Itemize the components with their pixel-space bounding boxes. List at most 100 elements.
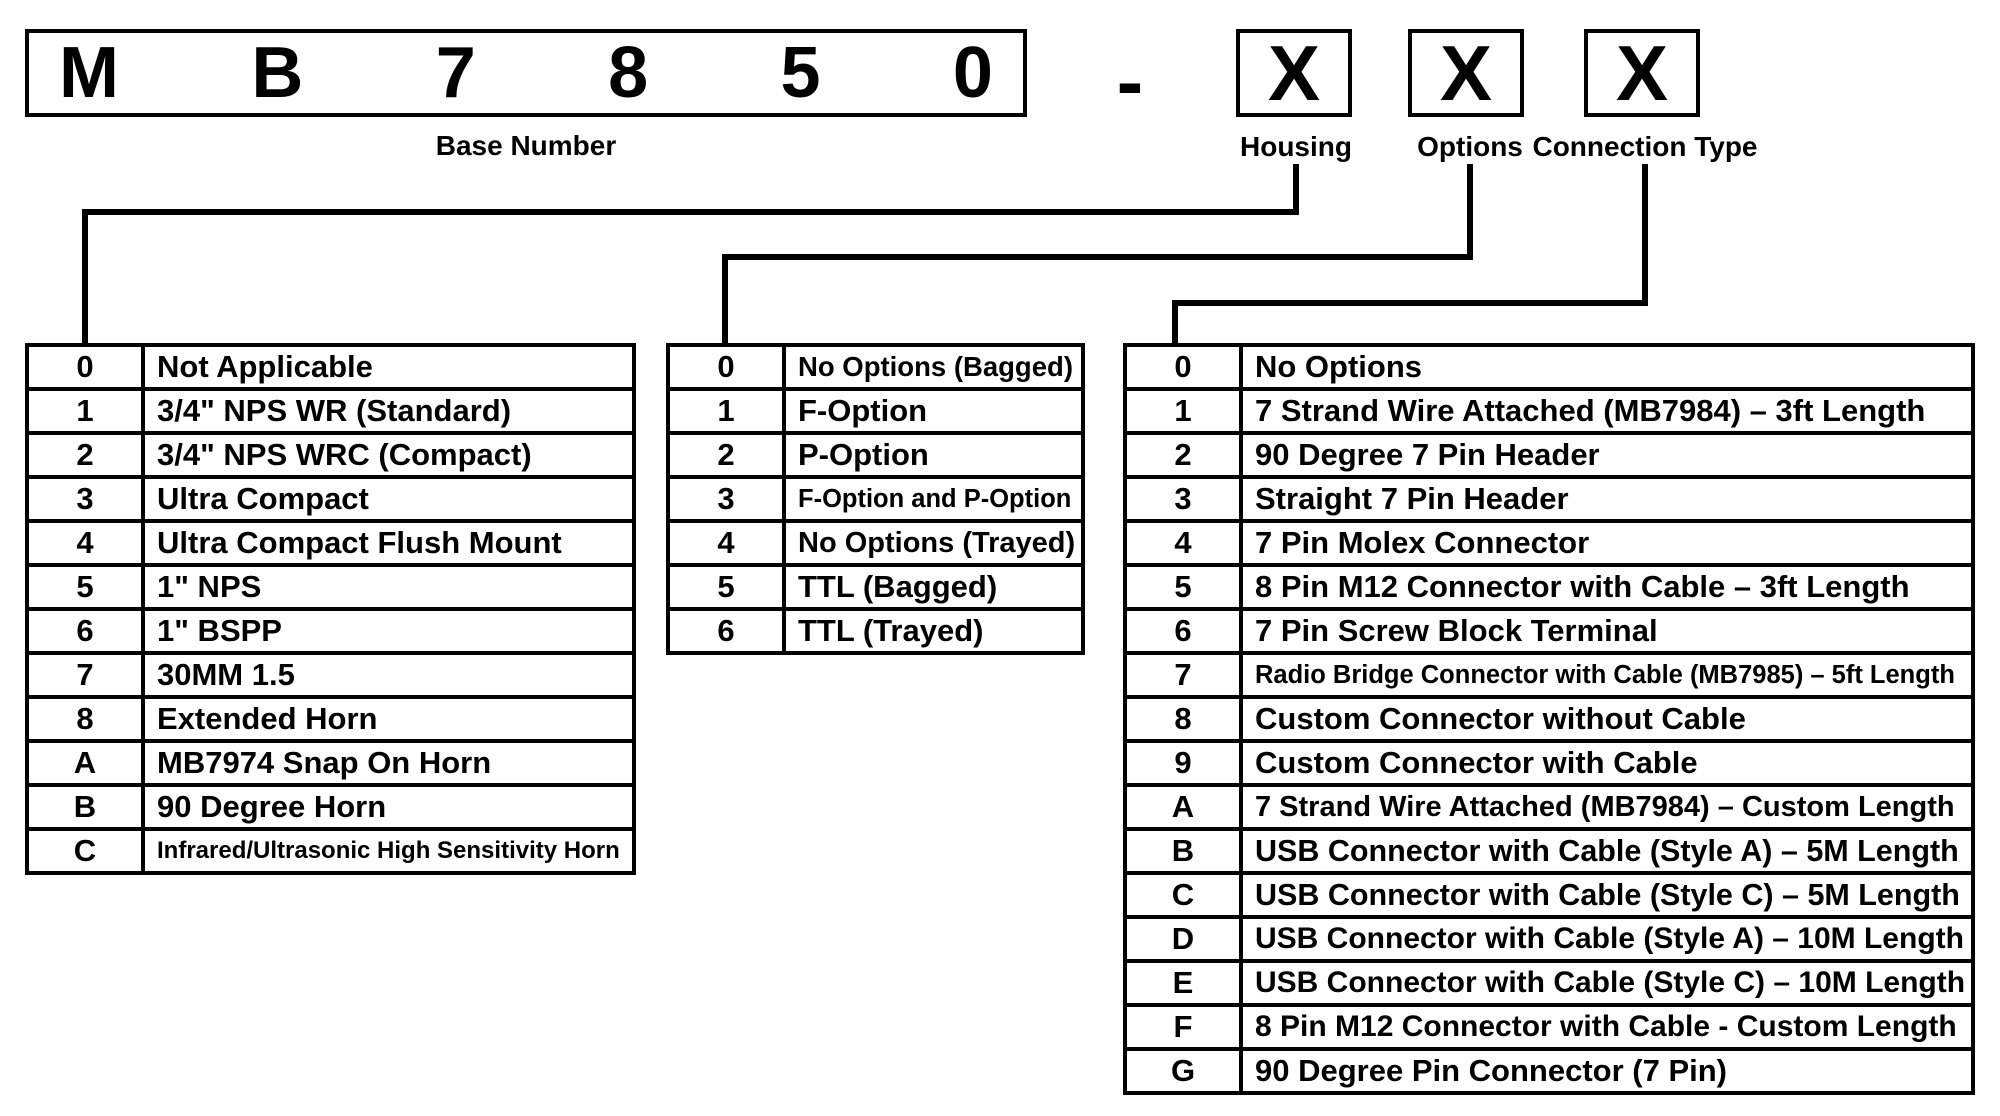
housing-connector-stub (1293, 164, 1299, 215)
table-row: 0 Not Applicable (25, 343, 636, 391)
table-row: 1 3/4" NPS WR (Standard) (25, 387, 636, 435)
description-cell: Custom Connector with Cable (1239, 739, 1975, 787)
connection-type-x-box: X (1584, 29, 1700, 117)
description-cell: 8 Pin M12 Connector with Cable - Custom … (1239, 1003, 1975, 1051)
code-cell: 1 (666, 387, 786, 435)
table-row: E USB Connector with Cable (Style C) – 1… (1123, 959, 1975, 1007)
table-row: B 90 Degree Horn (25, 783, 636, 831)
connection-type-connector-stub (1642, 164, 1648, 306)
housing-connector-run (82, 209, 1299, 215)
code-cell: 5 (1123, 563, 1243, 611)
base-number-character: 7 (435, 33, 476, 113)
options-x-placeholder: X (1439, 28, 1493, 117)
connection-type-x-placeholder: X (1615, 28, 1669, 117)
code-cell: E (1123, 959, 1243, 1007)
table-row: 8 Custom Connector without Cable (1123, 695, 1975, 743)
table-row: 7 Radio Bridge Connector with Cable (MB7… (1123, 651, 1975, 699)
housing-label: Housing (1240, 131, 1352, 162)
code-cell: 8 (25, 695, 145, 743)
table-row: 2 P-Option (666, 431, 1085, 479)
description-cell: Infrared/Ultrasonic High Sensitivity Hor… (141, 827, 636, 875)
options-connector-run (722, 254, 1473, 260)
description-cell: 1" BSPP (141, 607, 636, 655)
code-cell: 4 (666, 519, 786, 567)
description-cell: Ultra Compact Flush Mount (141, 519, 636, 567)
table-row: 1 F-Option (666, 387, 1085, 435)
table-row: 8 Extended Horn (25, 695, 636, 743)
code-cell: B (1123, 827, 1243, 875)
code-cell: 4 (1123, 519, 1243, 567)
description-cell: Ultra Compact (141, 475, 636, 523)
description-cell: No Options (Bagged) (782, 343, 1085, 391)
base-number-character: M (59, 33, 119, 113)
housing-x-box: X (1236, 29, 1352, 117)
description-cell: Extended Horn (141, 695, 636, 743)
code-cell: D (1123, 915, 1243, 963)
code-cell: 9 (1123, 739, 1243, 787)
table-row: 4 No Options (Trayed) (666, 519, 1085, 567)
code-cell: 2 (666, 431, 786, 479)
code-cell: 7 (25, 651, 145, 699)
description-cell: Straight 7 Pin Header (1239, 475, 1975, 523)
table-row: 2 90 Degree 7 Pin Header (1123, 431, 1975, 479)
code-cell: 2 (25, 431, 145, 479)
code-cell: 4 (25, 519, 145, 567)
code-cell: 3 (1123, 475, 1243, 523)
connection-type-table: 0 No Options 1 7 Strand Wire Attached (M… (1123, 343, 1975, 1095)
table-row: 0 No Options (1123, 343, 1975, 391)
description-cell: 7 Pin Molex Connector (1239, 519, 1975, 567)
description-cell: USB Connector with Cable (Style A) – 10M… (1239, 915, 1975, 963)
connection-type-label: Connection Type (1532, 131, 1758, 162)
description-cell: USB Connector with Cable (Style A) – 5M … (1239, 827, 1975, 875)
description-cell: 7 Strand Wire Attached (MB7984) – 3ft Le… (1239, 387, 1975, 435)
options-table: 0 No Options (Bagged) 1 F-Option 2 P-Opt… (666, 343, 1085, 655)
table-row: 4 Ultra Compact Flush Mount (25, 519, 636, 567)
code-cell: 0 (1123, 343, 1243, 391)
description-cell: No Options (Trayed) (782, 519, 1085, 567)
table-row: 0 No Options (Bagged) (666, 343, 1085, 391)
base-number-character: 8 (608, 33, 649, 113)
code-cell: F (1123, 1003, 1243, 1051)
base-number-character: B (251, 33, 304, 113)
description-cell: No Options (1239, 343, 1975, 391)
description-cell: 90 Degree Pin Connector (7 Pin) (1239, 1047, 1975, 1095)
housing-table: 0 Not Applicable 1 3/4" NPS WR (Standard… (25, 343, 636, 875)
description-cell: 90 Degree Horn (141, 783, 636, 831)
code-cell: 6 (666, 607, 786, 655)
table-row: 3 F-Option and P-Option (666, 475, 1085, 523)
code-cell: 0 (666, 343, 786, 391)
description-cell: 90 Degree 7 Pin Header (1239, 431, 1975, 479)
table-row: C USB Connector with Cable (Style C) – 5… (1123, 871, 1975, 919)
separator-dash: - (1116, 37, 1144, 126)
description-cell: Not Applicable (141, 343, 636, 391)
description-cell: 7 Strand Wire Attached (MB7984) – Custom… (1239, 783, 1975, 831)
description-cell: 7 Pin Screw Block Terminal (1239, 607, 1975, 655)
table-row: B USB Connector with Cable (Style A) – 5… (1123, 827, 1975, 875)
code-cell: C (1123, 871, 1243, 919)
description-cell: 3/4" NPS WRC (Compact) (141, 431, 636, 479)
options-x-box: X (1408, 29, 1524, 117)
code-cell: 3 (666, 475, 786, 523)
code-cell: 5 (666, 563, 786, 611)
description-cell: 30MM 1.5 (141, 651, 636, 699)
description-cell: MB7974 Snap On Horn (141, 739, 636, 787)
code-cell: 3 (25, 475, 145, 523)
description-cell: TTL (Bagged) (782, 563, 1085, 611)
table-row: 6 TTL (Trayed) (666, 607, 1085, 655)
base-number-character: 0 (952, 33, 993, 113)
description-cell: USB Connector with Cable (Style C) – 10M… (1239, 959, 1975, 1007)
table-row: 5 8 Pin M12 Connector with Cable – 3ft L… (1123, 563, 1975, 611)
table-row: D USB Connector with Cable (Style A) – 1… (1123, 915, 1975, 963)
table-row: C Infrared/Ultrasonic High Sensitivity H… (25, 827, 636, 875)
table-row: 4 7 Pin Molex Connector (1123, 519, 1975, 567)
description-cell: F-Option and P-Option (782, 475, 1085, 523)
table-row: 6 1" BSPP (25, 607, 636, 655)
housing-x-placeholder: X (1267, 28, 1321, 117)
options-connector-stub (1467, 164, 1473, 260)
table-row: G 90 Degree Pin Connector (7 Pin) (1123, 1047, 1975, 1095)
table-row: 6 7 Pin Screw Block Terminal (1123, 607, 1975, 655)
code-cell: 0 (25, 343, 145, 391)
options-label: Options (1417, 131, 1523, 162)
